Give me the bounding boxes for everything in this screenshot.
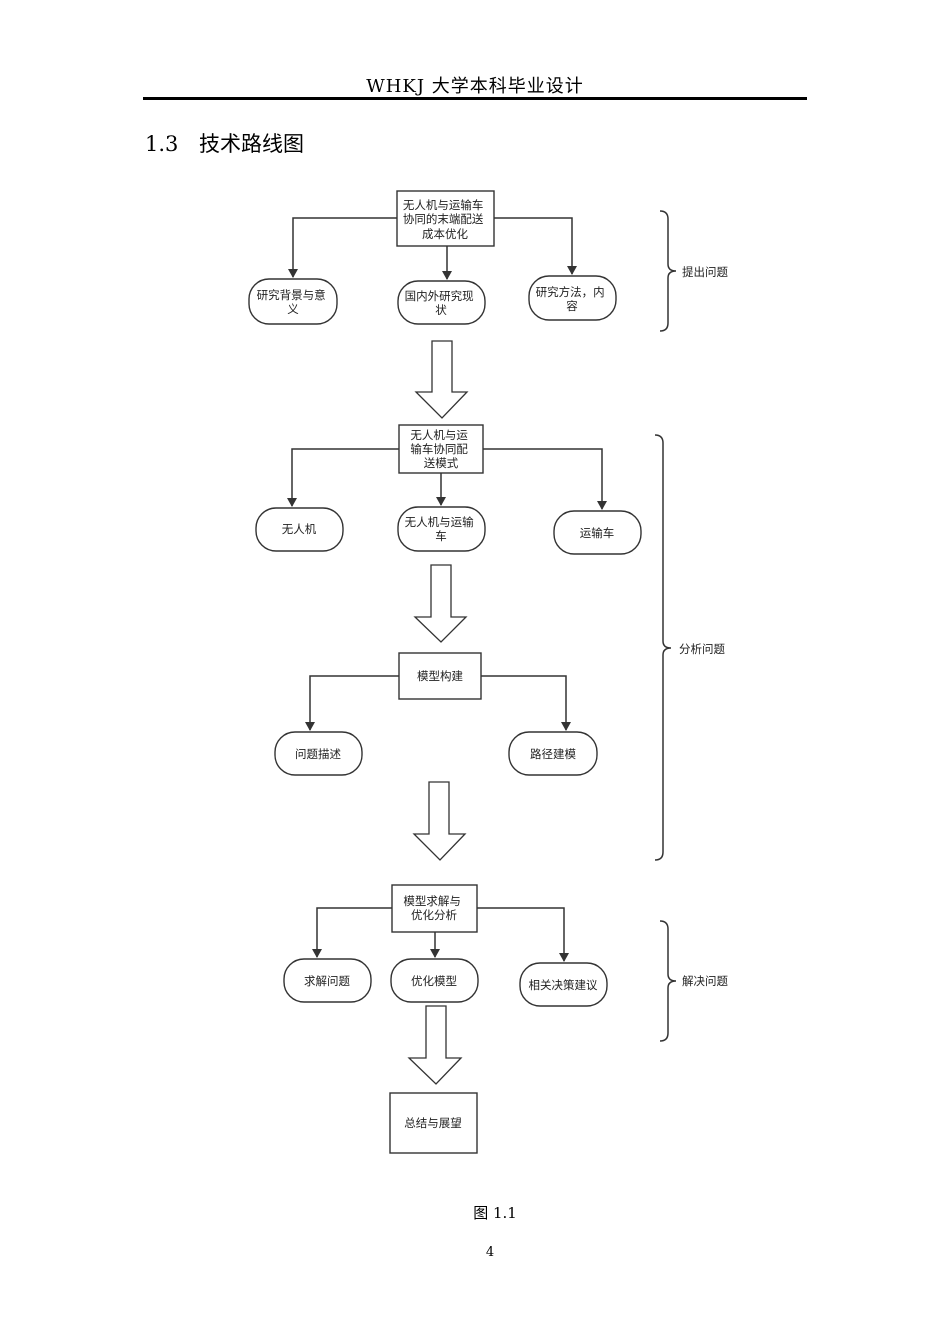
node-label-drone: 无人机 <box>282 522 317 536</box>
page-number: 4 <box>485 1245 495 1260</box>
process-box-root-1 <box>396 190 495 247</box>
bracket-label-analyze-problem: 分析问题 <box>679 642 725 656</box>
terminal-node <box>248 278 338 325</box>
model-construction-label: 模型构建 <box>417 669 463 683</box>
block-arrow-down <box>412 781 467 861</box>
block-arrow-down <box>407 1005 463 1085</box>
page-header-title: WHKJ 大学本科毕业设计 <box>366 76 584 97</box>
root-2-label: 无人机与运 输车协同配 送模式 <box>410 428 471 470</box>
connector-arrow <box>312 907 392 958</box>
connector-arrow <box>305 675 399 731</box>
connector-arrow <box>494 217 577 275</box>
header-rule <box>143 97 807 100</box>
terminal-node <box>519 962 608 1007</box>
node-label-research-status: 国内外研究现 状 <box>405 289 478 317</box>
curly-brace <box>659 920 677 1042</box>
node-label-optimize-model: 优化模型 <box>411 974 457 988</box>
connector-arrow <box>477 907 569 962</box>
terminal-node <box>390 958 479 1003</box>
bracket-label-pose-problem: 提出问题 <box>682 265 728 279</box>
terminal-node <box>397 280 486 325</box>
connector-arrow <box>288 217 397 278</box>
block-arrow-down <box>413 564 468 643</box>
section-heading: 1.3 技术路线图 <box>145 128 304 158</box>
connector-arrow <box>483 448 607 510</box>
connector-arrow <box>481 675 571 731</box>
process-box-model-construction <box>398 652 482 700</box>
root-3-label: 模型求解与 优化分析 <box>403 894 464 922</box>
terminal-node <box>274 731 363 776</box>
process-box-root-2 <box>398 424 484 474</box>
terminal-node <box>553 510 642 555</box>
bracket-label-solve-problem: 解决问题 <box>682 974 728 988</box>
node-label-problem-description: 问题描述 <box>295 747 341 761</box>
terminal-node <box>255 507 344 552</box>
section-title: 技术路线图 <box>199 132 304 156</box>
terminal-node <box>528 275 617 321</box>
terminal-node <box>397 506 486 552</box>
node-label-drone-and-truck: 无人机与运输 车 <box>405 515 478 543</box>
terminal-node <box>283 958 372 1003</box>
connector-arrow <box>287 448 399 507</box>
section-number: 1.3 <box>145 132 179 156</box>
process-box-final <box>389 1092 478 1154</box>
node-label-path-modeling: 路径建模 <box>530 747 576 761</box>
root-1-label: 无人机与运输车 协同的末端配送 成本优化 <box>403 198 487 241</box>
node-label-truck: 运输车 <box>580 526 615 540</box>
curly-brace <box>659 210 677 332</box>
final-label: 总结与展望 <box>404 1116 462 1130</box>
curly-brace <box>654 434 672 861</box>
process-box-root-3 <box>391 884 478 933</box>
node-label-decision-advice: 相关决策建议 <box>529 978 598 992</box>
node-label-research-methods: 研究方法，内 容 <box>536 285 609 313</box>
figure-caption: 图 1.1 <box>473 1204 517 1222</box>
node-label-research-background: 研究背景与意 义 <box>257 288 330 316</box>
block-arrow-down <box>414 340 469 419</box>
terminal-node <box>508 731 598 776</box>
node-label-solve-problem: 求解问题 <box>304 974 350 988</box>
